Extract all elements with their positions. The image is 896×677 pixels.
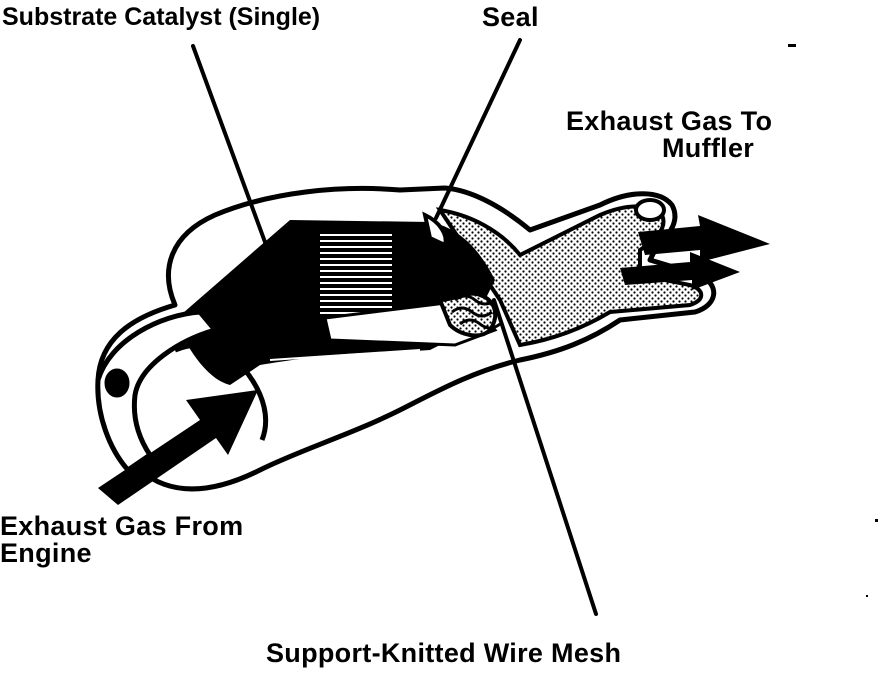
label-exhaust-from-engine: Exhaust Gas From Engine (0, 513, 243, 567)
leader-lines (191, 38, 598, 616)
label-exhaust-to-muffler-line1: Exhaust Gas To (566, 106, 773, 136)
leader-seal (434, 38, 522, 220)
outlet-arrows (620, 215, 770, 290)
label-exhaust-to-muffler: Exhaust Gas To Muffler (566, 108, 772, 162)
label-exhaust-to-muffler-line2: Muffler (662, 133, 755, 163)
inlet-arrow (98, 390, 258, 505)
leader-substrate (191, 44, 289, 304)
label-substrate-catalyst: Substrate Catalyst (Single) (2, 3, 321, 31)
label-exhaust-from-engine-line1: Exhaust Gas From (0, 511, 244, 541)
specks (788, 44, 878, 597)
label-exhaust-from-engine-line2: Engine (0, 538, 92, 568)
label-seal: Seal (482, 2, 539, 32)
inlet-flange (95, 309, 269, 474)
leader-support (492, 298, 598, 616)
wire-mesh (451, 294, 501, 330)
label-support-wire-mesh: Support-Knitted Wire Mesh (266, 638, 622, 668)
